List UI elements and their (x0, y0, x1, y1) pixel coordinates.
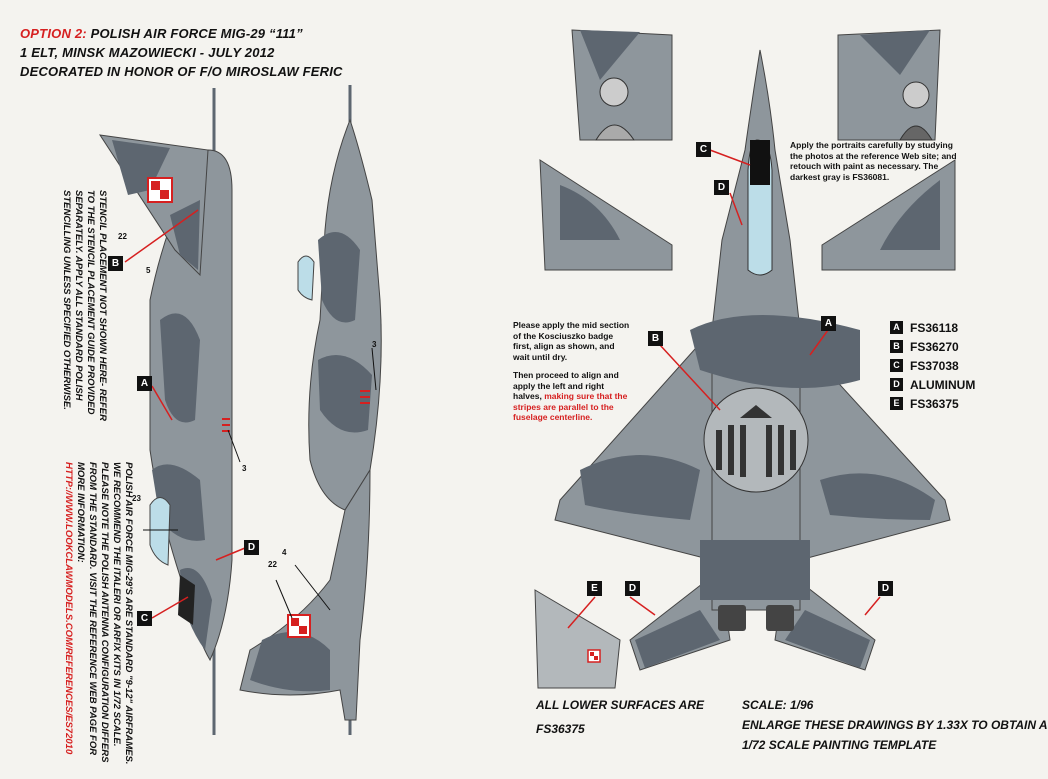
callout-22-top: 22 (268, 560, 277, 569)
callout-5: 5 (146, 266, 151, 275)
callout-23: 23 (132, 494, 141, 503)
callout-22-side: 22 (118, 232, 127, 241)
tail-fins (539, 29, 956, 271)
callout-box-d-canopy: D (714, 180, 729, 195)
callout-3-side: 3 (242, 464, 247, 473)
unit-line: 1 ELT, MINSK MAZOWIECKI - JULY 2012 (20, 45, 275, 60)
callout-box-c-right: C (696, 142, 711, 157)
lower-surfaces-note-1: ALL LOWER SURFACES ARE (536, 698, 705, 712)
dedication-line: DECORATED IN HONOR OF F/O MIROSLAW FERIC (20, 64, 343, 79)
option-title: OPTION 2: POLISH AIR FORCE MIG-29 “111” (20, 26, 303, 41)
callout-box-e: E (587, 581, 602, 596)
top-profile-left (239, 85, 382, 735)
badge-note: Please apply the mid section of the Kosc… (513, 320, 633, 423)
enlarge-note-1: ENLARGE THESE DRAWINGS BY 1.33X TO OBTAI… (742, 718, 1048, 732)
callout-box-b: B (108, 256, 123, 271)
callout-box-b-right: B (648, 331, 663, 346)
side-profile-left (98, 88, 246, 735)
callout-box-a-right: A (821, 316, 836, 331)
enlarge-note-2: 1/72 SCALE PAINTING TEMPLATE (742, 738, 937, 752)
lower-surfaces-note-2: FS36375 (536, 722, 585, 736)
badge-note-step2: Then proceed to align and apply the left… (513, 370, 619, 401)
callout-box-c: C (137, 611, 152, 626)
callout-box-d-left-tail: D (625, 581, 640, 596)
badge-note-step1: Please apply the mid section of the Kosc… (513, 320, 630, 362)
option-label: OPTION 2: (20, 26, 87, 41)
callout-3-top: 3 (372, 340, 377, 349)
badge-note-warning: making sure that the stripes are paralle… (513, 391, 628, 422)
callout-4: 4 (282, 548, 287, 557)
callout-box-d-right-tail: D (878, 581, 893, 596)
main-aircraft-topview (534, 49, 951, 689)
scale-label: SCALE: 1/96 (742, 698, 814, 712)
portrait-note: Apply the portraits carefully by studyin… (790, 140, 957, 182)
option-aircraft: POLISH AIR FORCE MIG-29 “111” (90, 26, 303, 41)
callout-box-a: A (137, 376, 152, 391)
callout-box-d: D (244, 540, 259, 555)
